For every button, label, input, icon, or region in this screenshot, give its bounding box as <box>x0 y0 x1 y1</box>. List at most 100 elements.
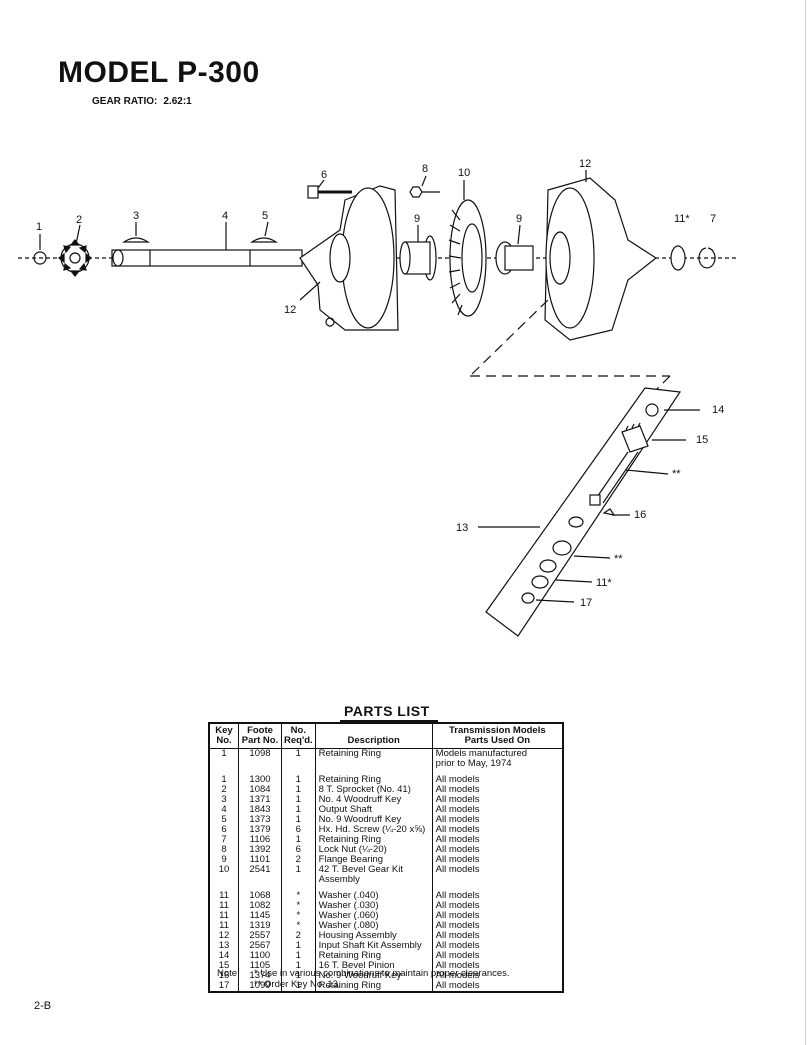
table-cell: 1373 <box>238 815 282 825</box>
table-cell: All models <box>435 864 480 875</box>
table-cell: 11 <box>209 901 239 911</box>
table-cell: 1 <box>281 951 316 961</box>
table-cell: 8 <box>209 845 239 855</box>
table-cell: Housing Assembly <box>315 931 433 941</box>
table-cell: 4 <box>209 805 239 815</box>
callout-11: 11* <box>674 213 690 225</box>
table-cell: 16 <box>209 971 239 981</box>
callout-16: 16 <box>634 509 646 521</box>
table-cell: 1098 <box>238 748 282 759</box>
table-cell: No. 9 Woodruff Key <box>315 971 433 981</box>
bevel-pinion-15 <box>621 422 649 453</box>
table-cell: No. 9 Woodruff Key <box>315 815 433 825</box>
table-cell: 11 <box>209 911 239 921</box>
table-cell: 1371 <box>238 795 282 805</box>
table-row: prior to May, 1974 <box>209 759 563 769</box>
callout-11-inset: 11* <box>596 577 612 589</box>
header-description: Description <box>315 723 433 749</box>
table-cell: All models <box>435 844 480 855</box>
flange-bearing-9-right <box>495 241 534 275</box>
callout-12-bottom: 12 <box>284 304 296 316</box>
table-cell: 2541 <box>238 865 282 875</box>
table-cell: 1 <box>281 981 316 992</box>
table-cell: Retaining Ring <box>315 835 433 845</box>
flange-bearing-9-left <box>399 235 437 281</box>
table-cell: 8 T. Sprocket (No. 41) <box>315 785 433 795</box>
table-cell: Retaining Ring <box>315 748 433 759</box>
retaining-ring-7 <box>698 247 716 269</box>
housing-assembly-left <box>299 185 399 331</box>
table-cell: 42 T. Bevel Gear Kit <box>315 865 433 875</box>
table-cell: 12 <box>209 931 239 941</box>
table-cell <box>281 875 316 885</box>
table-cell: All models <box>435 940 480 951</box>
callout-9-right: 9 <box>516 213 522 225</box>
table-cell: Lock Nut (¼-20) <box>315 845 433 855</box>
table-cell: All models <box>435 910 480 921</box>
note-line-1: * Use in various combinations to maintai… <box>254 968 510 979</box>
table-cell: All models <box>435 774 480 785</box>
table-cell: 7 <box>209 835 239 845</box>
woodruff-key-5 <box>250 237 278 243</box>
table-cell: 6 <box>281 845 316 855</box>
table-cell: 10 <box>209 865 239 875</box>
table-cell: All models <box>435 950 480 961</box>
retaining-ring-17 <box>521 592 535 604</box>
page-edge <box>805 0 806 1045</box>
table-cell: Output Shaft <box>315 805 433 815</box>
table-cell: * <box>281 885 316 901</box>
table-cell: 1 <box>281 941 316 951</box>
table-cell: All models <box>435 794 480 805</box>
table-cell: 1105 <box>238 961 282 971</box>
table-cell: 1 <box>209 769 239 785</box>
table-cell: All models <box>435 980 480 991</box>
table-cell: 2 <box>209 785 239 795</box>
table-cell <box>315 759 433 769</box>
table-cell: Retaining Ring <box>315 981 433 992</box>
callout-10: 10 <box>458 167 470 179</box>
callout-13: 13 <box>456 522 468 534</box>
table-cell: 15 <box>209 961 239 971</box>
table-cell: 5 <box>209 815 239 825</box>
exploded-view-diagram: 1 2 3 4 5 6 8 9 10 9 12 11* 7 12 14 15 *… <box>18 158 736 637</box>
page-title: MODEL P-300 <box>58 56 260 89</box>
table-cell: Assembly <box>315 875 433 885</box>
parts-list-title-underline <box>340 720 438 722</box>
table-cell: prior to May, 1974 <box>435 758 512 769</box>
table-cell: 1300 <box>238 769 282 785</box>
housing-assembly-right <box>544 177 658 341</box>
table-cell: Hx. Hd. Screw (¼-20 x⅝) <box>315 825 433 835</box>
table-cell <box>281 759 316 769</box>
table-cell: 1 <box>209 748 239 759</box>
table-cell: No. 4 Woodruff Key <box>315 795 433 805</box>
table-cell: Retaining Ring <box>315 951 433 961</box>
washer-11 <box>670 245 686 271</box>
retaining-ring-14 <box>645 403 659 417</box>
retaining-ring-1 <box>33 251 47 265</box>
table-cell: Flange Bearing <box>315 855 433 865</box>
table-cell: 11 <box>209 921 239 931</box>
table-cell: Models manufactured <box>435 748 528 759</box>
callout-double-star-1: ** <box>672 468 681 480</box>
table-cell: All models <box>435 824 480 835</box>
table-cell: 1101 <box>238 855 282 865</box>
table-cell: 1392 <box>238 845 282 855</box>
table-cell: 1 <box>281 961 316 971</box>
table-cell <box>209 759 239 769</box>
table-cell: 17 <box>209 981 239 992</box>
callout-3: 3 <box>133 210 139 222</box>
notes: Note:* Use in various combinations to ma… <box>217 968 510 990</box>
